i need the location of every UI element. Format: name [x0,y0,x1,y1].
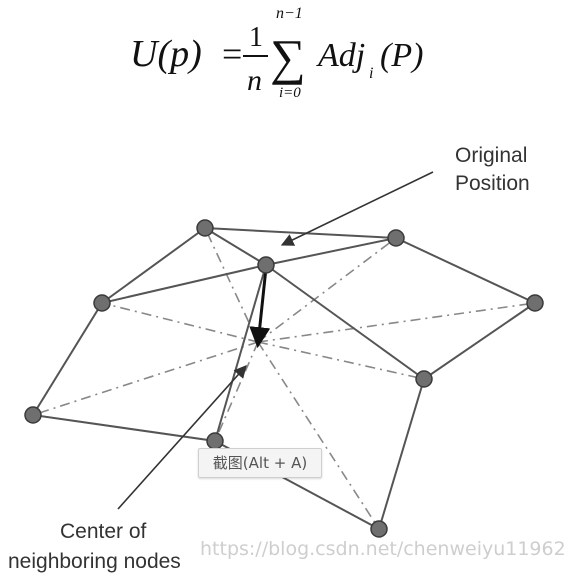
original-position-pointer [280,171,434,246]
sum-lower-limit: i=0 [279,85,301,101]
center-pointer [117,365,247,510]
mesh-node [206,432,224,450]
mesh-node [196,219,214,237]
dashed-line [257,302,536,343]
mesh-edge [101,264,267,304]
screenshot-tooltip: 截图(Alt + A) [198,448,322,478]
dashed-line [204,227,259,343]
original-label-line2: Position [455,172,530,195]
formula-lhs: U(p) [130,33,202,75]
mesh-edge [204,227,267,266]
mesh-edge [265,264,425,380]
mesh-node [370,520,388,538]
watermark: https://blog.csdn.net/chenweiyu11962 [200,538,566,560]
dashed-line [257,341,380,530]
mesh-edge [265,237,397,266]
mesh-outline [31,226,538,531]
mesh-node [93,294,111,312]
mesh-node [526,294,544,312]
mesh-nodes [24,219,544,538]
mesh-edge [214,264,267,442]
mesh-smoothing-diagram: Original Position Center of neighboring … [8,144,544,573]
center-to-neighbor-dashed-lines [32,227,536,530]
original-label-line1: Original [455,144,527,167]
mesh-node [24,406,42,424]
summation-sign: ∑ [270,29,306,85]
dashed-line [32,341,259,416]
center-label-line2: neighboring nodes [8,550,181,573]
formula-equals: = [222,34,242,74]
adjacency-argument: (P) [380,37,423,74]
mesh-node [387,229,405,247]
smoothing-formula: U(p) = 1 n n−1 ∑ i=0 Adj i (P) [130,5,423,101]
adjacency-term: Adj [316,37,365,74]
original-position-node [257,256,275,274]
dashed-line [257,237,397,343]
dashed-line [214,341,259,442]
sum-upper-limit: n−1 [276,5,303,22]
fraction-denominator: n [247,64,262,97]
dashed-line [101,302,259,343]
fraction-numerator: 1 [249,22,263,53]
mesh-node [415,370,433,388]
mesh-edges [31,226,538,531]
displacement-arrow [249,267,271,349]
dashed-line [257,341,425,380]
adjacency-subscript: i [369,65,373,82]
center-label-line1: Center of [60,520,147,543]
